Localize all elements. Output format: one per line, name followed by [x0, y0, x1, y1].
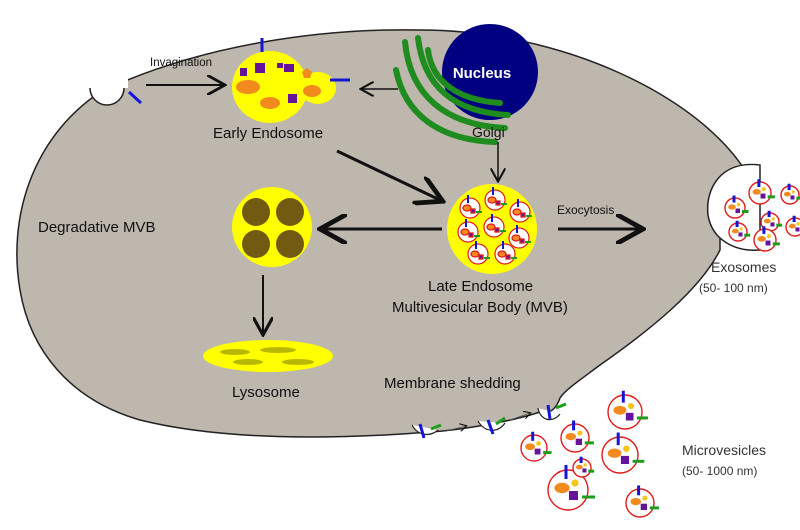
late-endosome-mvb — [447, 184, 537, 274]
degradative-mvb — [232, 187, 312, 267]
membrane-budding-sites — [411, 402, 567, 439]
microvesicles-size-label: (50- 1000 nm) — [682, 464, 757, 478]
intraluminal-vesicle — [509, 199, 532, 223]
golgi-label: Golgi — [472, 124, 505, 140]
microvesicle — [625, 485, 659, 518]
intraluminal-vesicle — [484, 187, 507, 211]
exosome — [785, 215, 800, 237]
intraluminal-vesicle — [483, 214, 506, 238]
golgi-apparatus — [393, 35, 511, 145]
exosome — [748, 179, 775, 205]
exosome — [753, 226, 780, 252]
exosome-cluster — [724, 179, 800, 252]
invagination-receptor — [127, 90, 143, 105]
microvesicle — [547, 465, 595, 511]
early-endosome — [232, 38, 350, 123]
invagination-label: Invagination — [150, 57, 212, 69]
intraluminal-vesicle — [467, 241, 490, 265]
microvesicle — [607, 390, 648, 430]
microvesicle — [520, 431, 552, 462]
mvb-label: Multivesicular Body (MVB) — [392, 299, 568, 316]
microvesicle — [572, 456, 595, 478]
microvesicles-label: Microvesicles — [682, 442, 766, 458]
membrane-shedding-label: Membrane shedding — [384, 375, 521, 392]
microvesicle-cluster — [520, 390, 659, 518]
exocytosis-label: Exocytosis — [557, 203, 614, 217]
microvesicle — [601, 432, 645, 474]
intraluminal-vesicle — [457, 219, 480, 243]
exosome — [724, 195, 749, 219]
lysosome — [203, 340, 333, 372]
intraluminal-vesicle — [459, 195, 482, 219]
intraluminal-vesicle — [508, 225, 531, 249]
exosomes-size-label: (50- 100 nm) — [699, 281, 768, 295]
arrow-early-to-late-endosome — [336, 149, 440, 200]
exosome — [728, 220, 751, 242]
intraluminal-vesicle — [494, 241, 517, 265]
lysosome-label: Lysosome — [232, 384, 300, 401]
exosomes-label: Exosomes — [711, 259, 776, 275]
microvesicle — [560, 420, 594, 453]
late-endosome-label: Late Endosome — [428, 278, 533, 295]
degradative-mvb-label: Degradative MVB — [38, 219, 156, 236]
early-endosome-label: Early Endosome — [213, 125, 323, 142]
nucleus-label: Nucleus — [453, 65, 511, 82]
exosome — [760, 210, 783, 232]
exosome — [780, 183, 800, 205]
